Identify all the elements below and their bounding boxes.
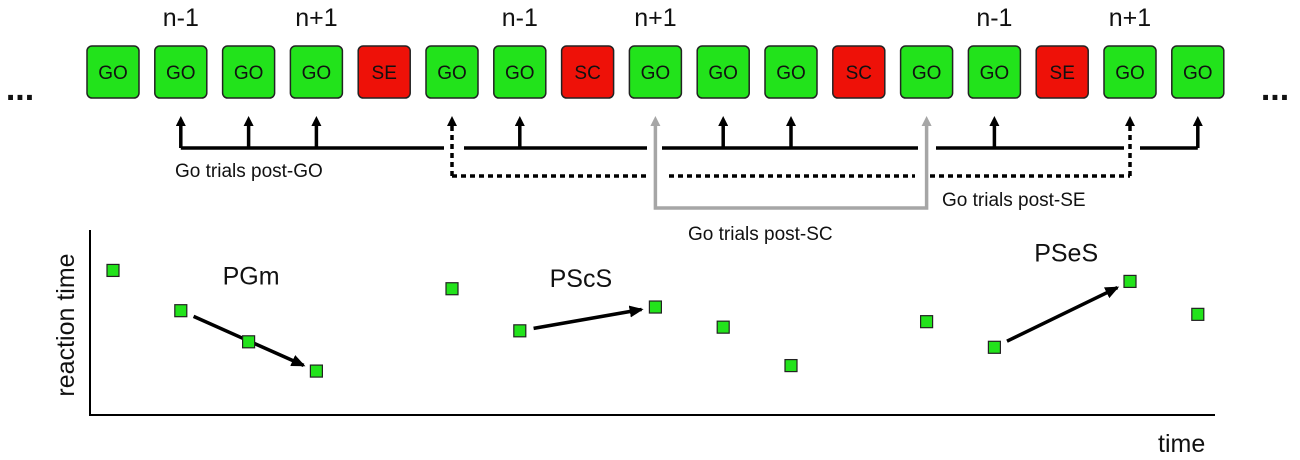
rt-point: [1191, 307, 1205, 321]
sequential-effect-arrows: PGm PScS PSeS: [192, 239, 1120, 367]
post-go-group-label: Go trials post-GO: [175, 161, 323, 182]
post-sc-line: [653, 121, 929, 210]
trial-tile-label: GO: [912, 63, 942, 84]
rt-point: [242, 335, 256, 349]
trial-tile-box: [764, 45, 818, 99]
trial-tile: GO: [1171, 45, 1225, 99]
post-se-connector: [447, 116, 1135, 178]
group-connectors: [175, 116, 1203, 210]
trial-tile-label: GO: [166, 63, 196, 84]
trial-tile-label: GO: [776, 63, 806, 84]
trial-tile: GO: [289, 45, 344, 99]
trial-tile-label: GO: [505, 63, 535, 84]
post-sc-group-label: Go trials post-SC: [688, 224, 833, 245]
rt-point: [309, 364, 323, 378]
trial-tile-box: [899, 45, 954, 99]
trial-tile: SC: [560, 45, 615, 99]
trial-tile-label: GO: [1115, 63, 1145, 84]
ellipsis-right: ...: [1261, 70, 1289, 108]
rt-point: [513, 324, 527, 338]
rt-point: [174, 304, 188, 318]
trial-tile: SC: [832, 45, 886, 99]
effect-arrow: [533, 305, 644, 331]
trial-tile-label: SC: [846, 63, 872, 84]
trial-tile: GO: [899, 45, 954, 99]
trial-index-label: n-1: [502, 4, 538, 32]
rt-point: [445, 282, 459, 296]
trial-tile-label: SC: [574, 63, 600, 84]
trial-tile-box: [357, 45, 411, 99]
trial-tile-box: [493, 45, 547, 99]
rt-point: [1123, 274, 1137, 289]
trial-index-labels: n-1 n+1 n-1 n+1 n-1 n+1: [163, 4, 1151, 32]
post-se-group-label: Go trials post-SE: [942, 190, 1086, 211]
trial-index-label: n+1: [295, 4, 337, 32]
trial-tile-label: GO: [708, 63, 738, 84]
trial-tile-box: [1035, 45, 1089, 99]
trial-tile: GO: [1103, 45, 1157, 99]
trial-tile-box: [221, 45, 276, 99]
trial-tile: GO: [696, 45, 750, 99]
post-sc-connector: [650, 116, 932, 210]
trial-index-label: n-1: [976, 4, 1012, 32]
trial-tile-box: [1171, 45, 1225, 99]
rt-point: [919, 315, 934, 329]
y-axis-label: reaction time: [52, 253, 80, 396]
trial-index-label: n-1: [163, 4, 199, 32]
effect-label: PScS: [550, 265, 613, 293]
trial-tile-box: [832, 45, 886, 99]
ellipsis-left: ...: [6, 70, 34, 108]
trial-tile-label: GO: [980, 63, 1010, 84]
trial-tile: GO: [764, 45, 818, 99]
trial-tile: GO: [967, 45, 1022, 99]
trial-tile-label: GO: [1183, 63, 1213, 84]
trial-tile-box: [1103, 45, 1157, 99]
trial-tile: GO: [154, 45, 208, 99]
reaction-time-plot: reaction time time PGm PScS PSeS: [52, 230, 1215, 458]
trial-tile-label: GO: [234, 63, 264, 84]
reaction-time-points: [106, 263, 1205, 378]
trial-index-label: n+1: [1109, 4, 1151, 32]
trial-index-label: n+1: [634, 4, 676, 32]
trial-sequence: GO GO GO GO SE GO GO SC GO GO GO SC GO GO SE GO GO: [86, 45, 1225, 99]
trial-tile-box: [967, 45, 1022, 99]
trial-tile: GO: [493, 45, 547, 99]
trial-tile: SE: [357, 45, 411, 99]
trial-tile-box: [628, 45, 683, 99]
trial-tile-label: GO: [641, 63, 671, 84]
trial-tile: GO: [628, 45, 683, 99]
trial-tile-box: [289, 45, 344, 99]
trial-tile-label: GO: [302, 63, 332, 84]
trial-tile: GO: [425, 45, 479, 99]
trial-tile: GO: [221, 45, 276, 99]
trial-tile-label: SE: [372, 63, 397, 84]
trial-tile: SE: [1035, 45, 1089, 99]
trial-tile-label: SE: [1050, 63, 1075, 84]
trial-tile-box: [425, 45, 479, 99]
rt-point: [784, 358, 798, 373]
trial-tile-label: GO: [98, 63, 128, 84]
post-go-connector: [175, 116, 1203, 150]
trial-tile-label: GO: [437, 63, 467, 84]
rt-point: [987, 340, 1002, 354]
trial-tile-box: [86, 45, 140, 99]
x-axis-label: time: [1158, 430, 1205, 458]
trial-tile-box: [696, 45, 750, 99]
rt-point: [716, 320, 730, 334]
rt-point: [648, 300, 663, 314]
effect-label: PGm: [223, 263, 280, 291]
effect-arrow: [1006, 285, 1120, 343]
trial-tile-box: [560, 45, 615, 99]
rt-point: [106, 263, 120, 278]
trial-tile: GO: [86, 45, 140, 99]
trial-tile-box: [154, 45, 208, 99]
effect-label: PSeS: [1034, 239, 1098, 267]
